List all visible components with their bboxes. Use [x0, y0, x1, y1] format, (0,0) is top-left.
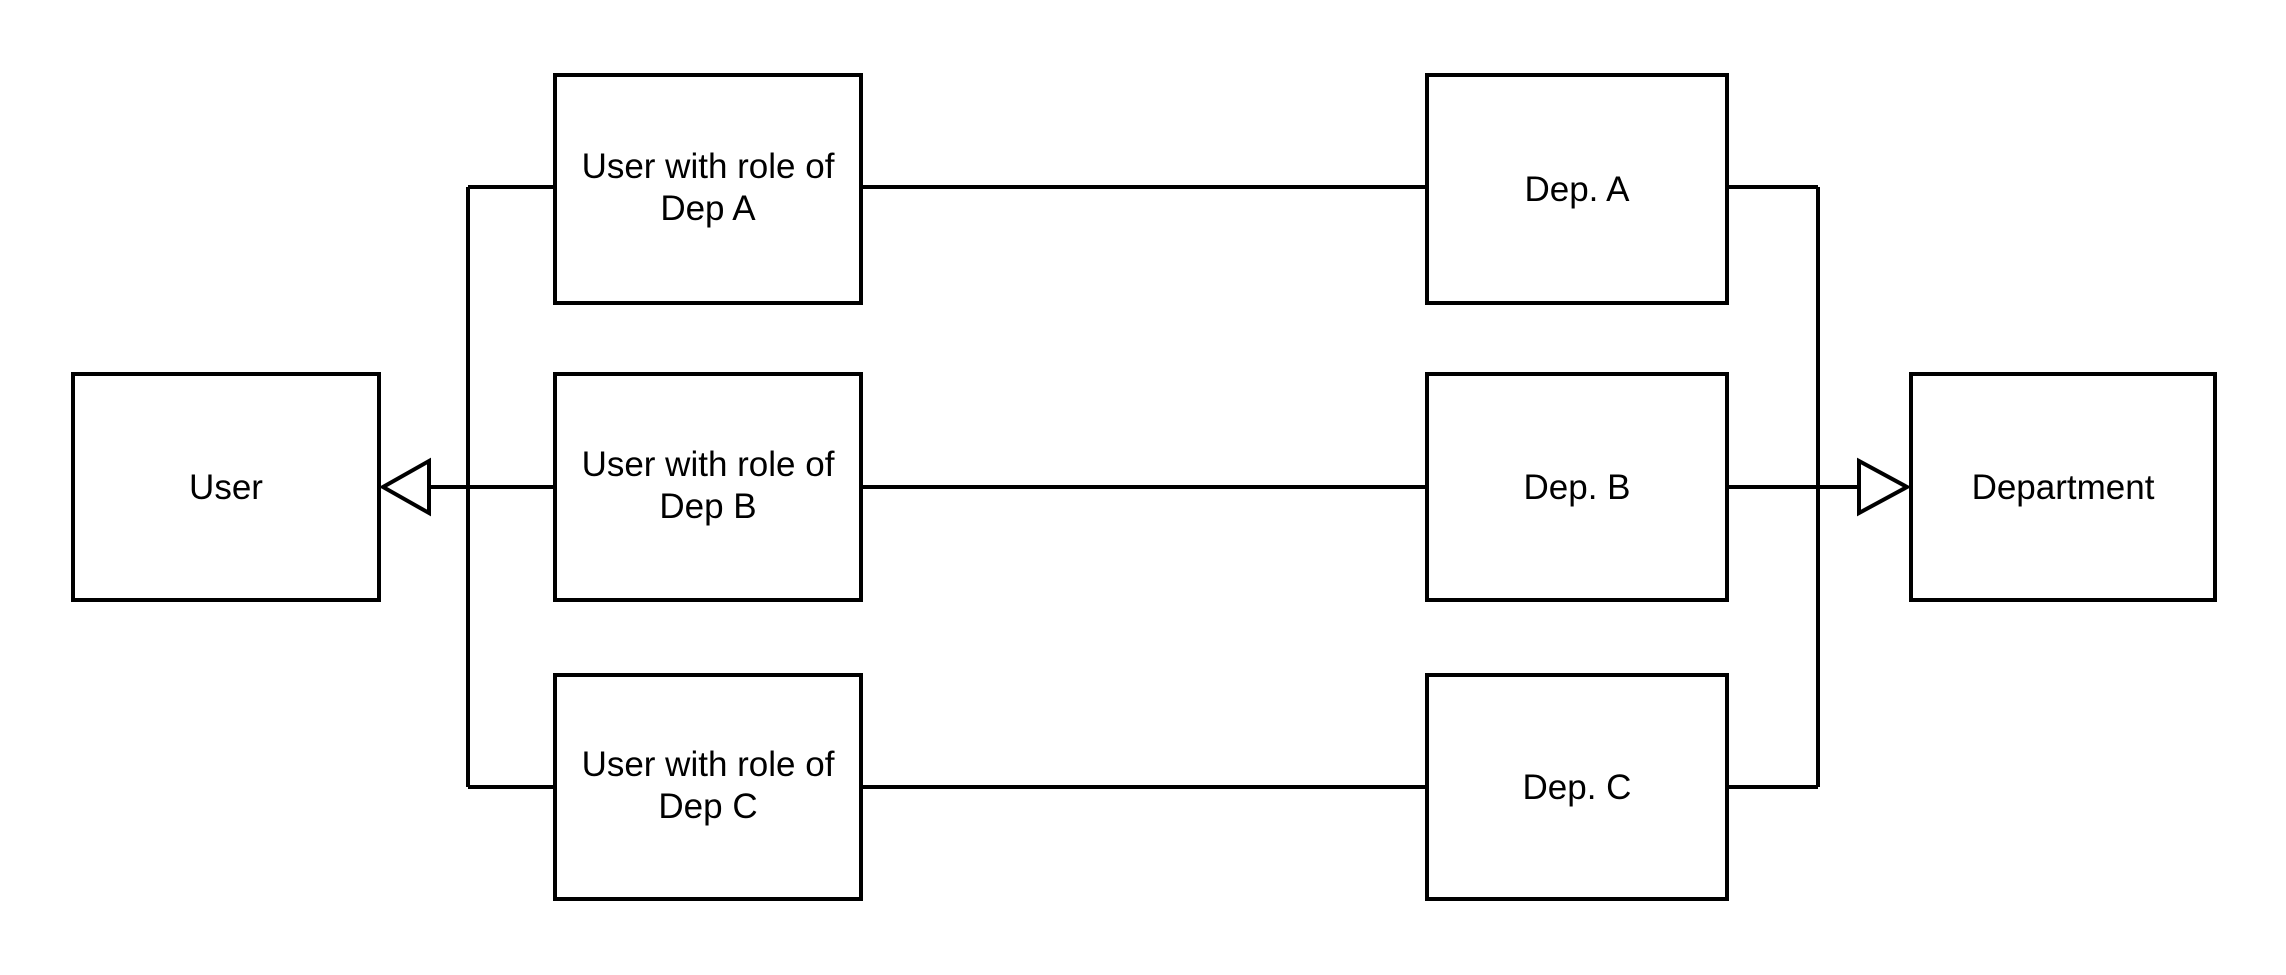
node-dep-c-label: Dep. C — [1523, 768, 1632, 807]
edge-layer — [378, 185, 1912, 789]
node-dep-a-label: Dep. A — [1524, 170, 1630, 209]
node-role-dep-b-label-line2: Dep B — [659, 487, 756, 526]
node-role-dep-b-box — [553, 372, 863, 602]
node-role-dep-c-box — [553, 673, 863, 901]
node-department: Department — [1909, 372, 2217, 602]
generalization-arrowhead-right-icon — [1857, 457, 1912, 517]
node-dep-a: Dep. A — [1425, 73, 1729, 305]
node-dep-b-box — [1425, 372, 1729, 602]
node-user-label: User — [189, 468, 263, 507]
node-department-label: Department — [1972, 468, 2155, 507]
generalization-arrowhead-left-icon — [378, 457, 431, 517]
node-role-dep-a-label-line2: Dep A — [660, 189, 756, 228]
node-user: User — [71, 372, 381, 602]
node-user-box — [71, 372, 381, 602]
node-dep-b-label: Dep. B — [1524, 468, 1631, 507]
node-role-dep-c-label-line2: Dep C — [658, 787, 757, 826]
node-role-dep-c: User with role of Dep C — [553, 673, 863, 901]
node-dep-c: Dep. C — [1425, 673, 1729, 901]
node-role-dep-a-box — [553, 73, 863, 305]
node-dep-c-box — [1425, 673, 1729, 901]
node-role-dep-b: User with role of Dep B — [553, 372, 863, 602]
node-role-dep-c-label-line1: User with role of — [582, 745, 835, 784]
node-department-box — [1909, 372, 2217, 602]
node-role-dep-a: User with role of Dep A — [553, 73, 863, 305]
node-role-dep-a-label-line1: User with role of — [582, 147, 835, 186]
node-layer: User User with role of Dep A User with r… — [71, 73, 2217, 901]
node-dep-a-box — [1425, 73, 1729, 305]
node-role-dep-b-label-line1: User with role of — [582, 445, 835, 484]
node-dep-b: Dep. B — [1425, 372, 1729, 602]
